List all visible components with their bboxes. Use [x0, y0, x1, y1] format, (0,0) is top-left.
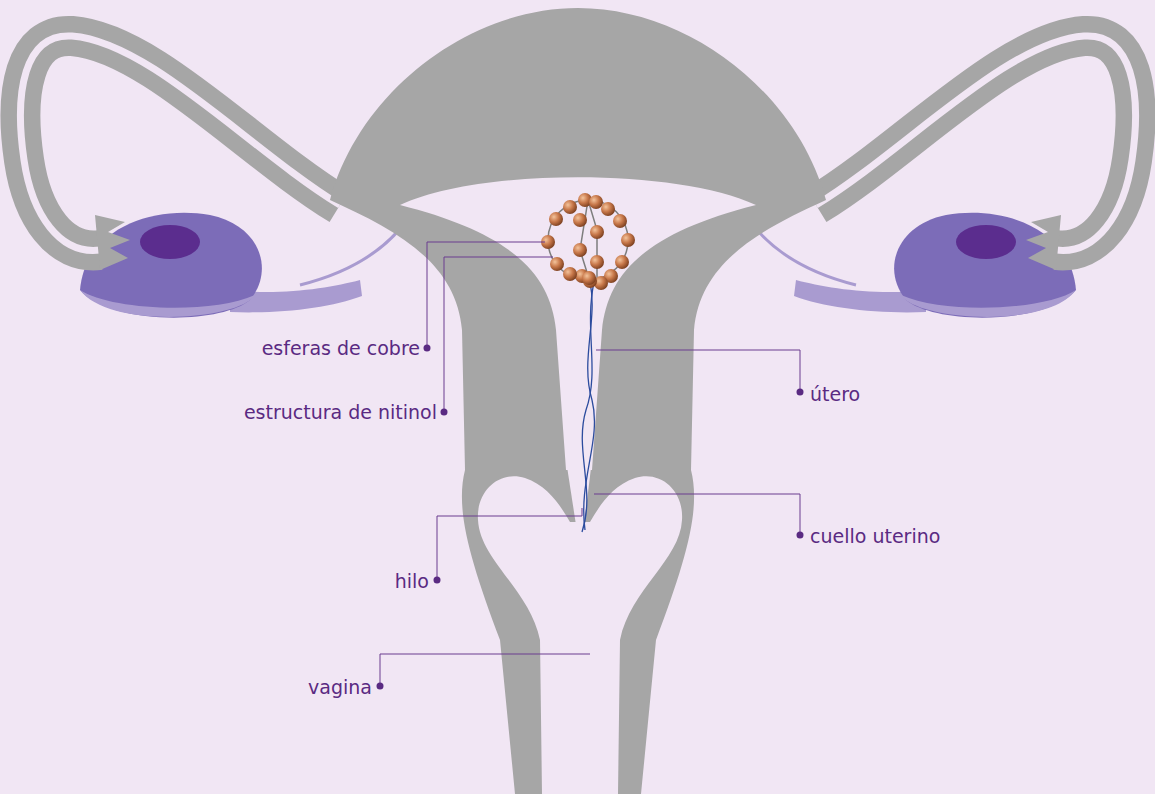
part-label: vagina — [308, 675, 372, 699]
iud-threads — [582, 282, 594, 532]
left-ovary — [80, 213, 362, 318]
copper-sphere — [563, 200, 577, 214]
copper-sphere — [573, 243, 587, 257]
copper-sphere — [590, 255, 604, 269]
copper-sphere — [621, 233, 635, 247]
copper-sphere — [590, 225, 604, 239]
nitinol-frame — [548, 200, 628, 282]
copper-sphere — [601, 202, 615, 216]
part-label: útero — [810, 382, 860, 406]
right-ovary — [794, 213, 1076, 318]
part-label: estructura de nitinol — [244, 400, 437, 424]
leader-lines — [380, 242, 800, 686]
copper-spheres — [541, 193, 635, 290]
leader-dots — [377, 345, 804, 690]
copper-sphere — [563, 267, 577, 281]
copper-sphere — [613, 214, 627, 228]
copper-sphere — [589, 195, 603, 209]
part-label: cuello uterino — [810, 524, 940, 548]
vaginal-canal — [478, 476, 682, 794]
part-label: esferas de cobre — [262, 336, 420, 360]
part-label: hilo — [395, 569, 429, 593]
copper-sphere — [582, 271, 596, 285]
copper-sphere — [550, 257, 564, 271]
left-fallopian-tube — [20, 36, 340, 270]
copper-sphere — [549, 212, 563, 226]
copper-sphere — [615, 255, 629, 269]
right-fallopian-tube — [816, 36, 1136, 270]
uterine-cavity — [400, 177, 756, 470]
copper-sphere — [573, 213, 587, 227]
